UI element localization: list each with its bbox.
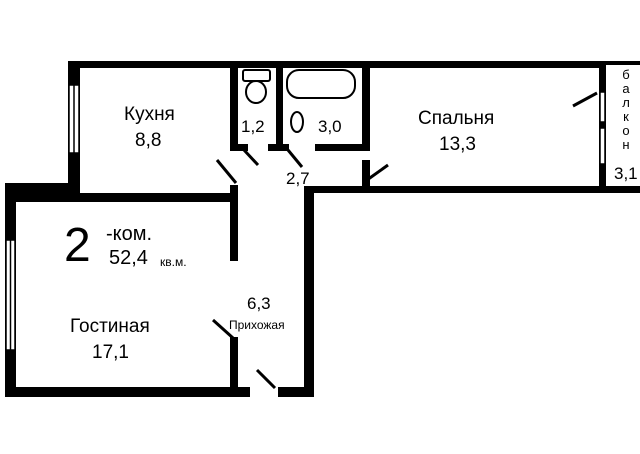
entrance-door-icon <box>255 368 277 390</box>
bedroom-name: Спальня <box>418 108 495 129</box>
bedroom-door-frame-icon <box>599 91 606 123</box>
wall-bedroom-left-low <box>362 160 370 190</box>
windows <box>5 84 606 351</box>
wall-toilet-bottom <box>238 144 248 151</box>
bathroom-area: 3,0 <box>318 117 342 136</box>
balcony-letter: а <box>622 81 630 96</box>
bathtub-icon <box>286 69 356 99</box>
living-door-icon <box>211 318 235 340</box>
wall-step-top <box>5 183 80 193</box>
kitchen-area: 8,8 <box>135 130 162 151</box>
balcony-door-icon <box>572 91 598 108</box>
wall-bedroom-left <box>362 61 370 151</box>
wall-bedroom-right <box>599 61 606 193</box>
corridor-area: 2,7 <box>286 169 310 188</box>
total-area: 52,4 <box>109 247 148 269</box>
balcony-letter: л <box>622 95 630 110</box>
bedroom-window-icon <box>599 127 606 165</box>
balcony-name: б а л к о н <box>619 68 633 152</box>
wall-top <box>68 61 606 68</box>
rooms-suffix: -ком. <box>106 223 153 245</box>
kitchen-name: Кухня <box>124 104 175 125</box>
toilet-tank-icon <box>242 69 271 82</box>
wall-bottom-left <box>5 387 250 397</box>
toilet-area: 1,2 <box>241 117 265 136</box>
sink-icon <box>290 111 304 133</box>
wall-living-hall-upper <box>230 185 238 261</box>
living-name: Гостиная <box>70 316 150 337</box>
balcony-letter: н <box>622 137 630 152</box>
toilet-door-icon <box>242 148 260 167</box>
wall-toilet-bottom-r <box>268 144 283 151</box>
bedroom-area: 13,3 <box>439 134 476 155</box>
area-unit: кв.м. <box>160 255 187 269</box>
wall-bedroom-bottom <box>304 186 606 193</box>
wall-kitchen-wc <box>230 61 238 151</box>
bedroom-door-icon <box>366 163 389 182</box>
hall-area: 6,3 <box>247 294 271 313</box>
rooms-count: 2 <box>64 219 91 272</box>
wall-toilet-bath <box>276 61 283 151</box>
kitchen-door-icon <box>215 159 238 184</box>
fixtures <box>242 69 356 133</box>
wall-hall-right <box>304 193 314 397</box>
toilet-bowl-icon <box>245 80 267 104</box>
balcony-letter: б <box>622 67 630 82</box>
bath-door-icon <box>286 149 304 168</box>
wall-living-hall-lower <box>230 337 238 397</box>
balcony-letter: к <box>623 109 629 124</box>
balcony-bottom <box>606 186 640 193</box>
wall-bath-bottom-r <box>315 144 369 151</box>
wall-kitchen-living <box>16 193 230 202</box>
living-area: 17,1 <box>92 342 129 363</box>
wall-bath-bottom-l <box>283 144 289 151</box>
wall-bottom-right <box>278 387 314 397</box>
balcony-top <box>606 61 640 65</box>
balcony-letter: о <box>622 123 630 138</box>
balcony-area: 3,1 <box>614 164 638 183</box>
hall-name: Прихожая <box>229 318 285 332</box>
watermark-logo <box>360 340 620 450</box>
doors <box>211 91 598 390</box>
